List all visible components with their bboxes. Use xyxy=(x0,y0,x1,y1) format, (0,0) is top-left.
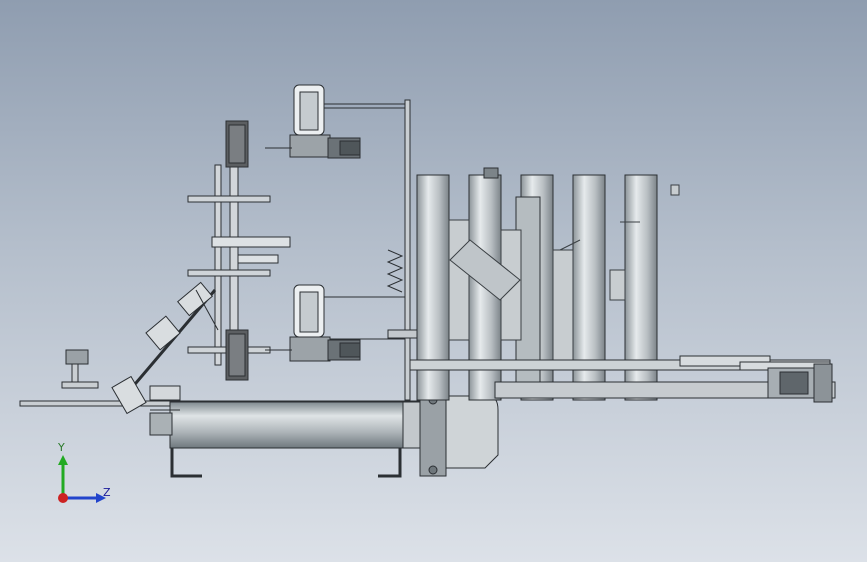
frame-post xyxy=(404,99,411,401)
triad-z-label: Z xyxy=(103,486,111,499)
lower-servo-motor xyxy=(265,284,361,362)
rail-servo-motor xyxy=(767,363,833,403)
upper-servo-motor xyxy=(265,84,361,159)
inner-mechanism xyxy=(448,184,680,361)
linear-rail xyxy=(409,355,836,399)
roller-gearbox xyxy=(419,391,499,477)
main-roller xyxy=(149,385,426,478)
triad-y-label: Y xyxy=(58,441,65,454)
triad-icon xyxy=(58,455,106,503)
left-sensor xyxy=(61,349,99,389)
diagonal-linkage xyxy=(111,281,219,415)
